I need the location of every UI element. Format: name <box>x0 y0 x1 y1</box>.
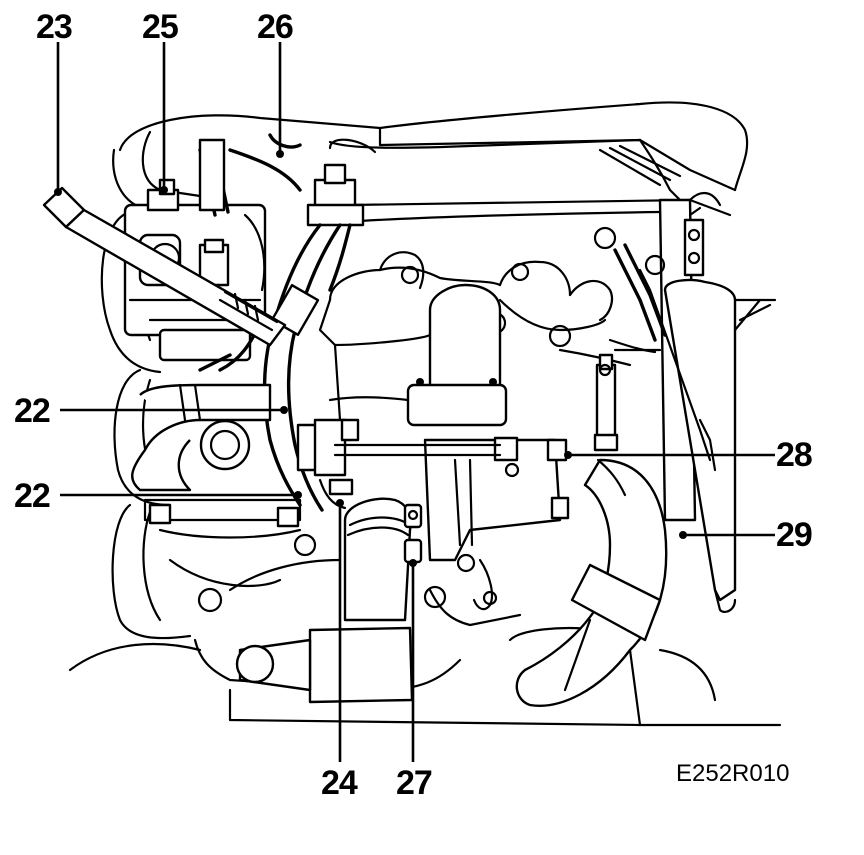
air-canister <box>235 626 414 704</box>
dipstick-tube <box>42 186 287 347</box>
callout-22-lower: 22 <box>14 477 51 515</box>
actuator-block <box>423 436 570 611</box>
callout-26: 26 <box>257 8 294 46</box>
thermostat-housing <box>406 283 508 427</box>
callout-25: 25 <box>142 8 179 46</box>
callout-leaders <box>54 42 775 762</box>
callout-24: 24 <box>321 764 358 802</box>
right-housing <box>598 363 782 727</box>
sensor-pipe <box>593 226 667 452</box>
callout-23: 23 <box>36 8 73 46</box>
callout-27: 27 <box>396 764 433 802</box>
callout-28: 28 <box>776 436 813 474</box>
upper-manifold <box>112 101 749 224</box>
vacuum-hoses <box>198 133 377 512</box>
lower-block <box>68 498 642 727</box>
hose-bracket <box>296 418 502 510</box>
right-tubes <box>638 192 777 614</box>
cylinder-head <box>318 251 632 422</box>
turbo-hose <box>515 458 668 707</box>
callout-29: 29 <box>776 516 813 554</box>
intake-hose <box>343 497 423 622</box>
callout-22-upper: 22 <box>14 392 51 430</box>
figure-reference: E252R010 <box>676 760 790 787</box>
